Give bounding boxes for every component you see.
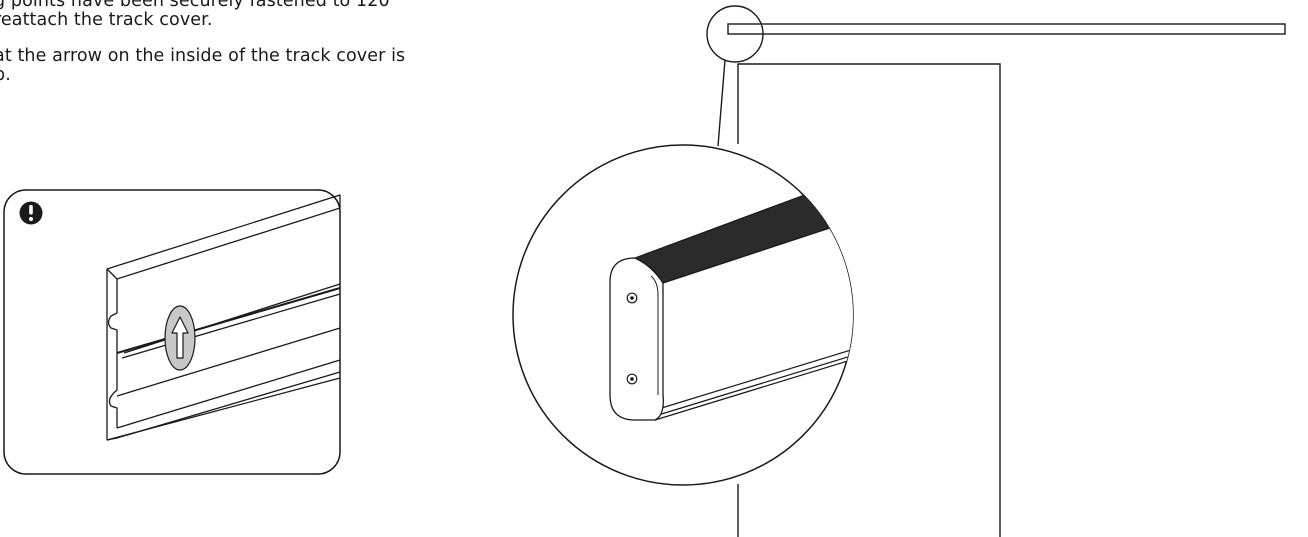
up-arrow-icon [164,305,196,371]
instruction-line: at the arrow on the inside of the track … [0,46,406,66]
end-cap [609,257,664,421]
track-cover-profile [106,194,341,441]
instruction-line: g points have been securely fastened to … [0,0,390,11]
door-panel [737,63,1001,537]
door-overview [706,5,1286,537]
instruction-line: reattach the track cover. [0,10,213,30]
magnifier-circle [706,5,764,63]
exclamation-icon [19,201,43,225]
track-end-detail [512,144,854,486]
instruction-line: p. [0,65,11,85]
sliding-track [727,23,1286,35]
screw-icon [626,292,638,304]
callout-leader [717,59,726,147]
instruction-paragraph-1: g points have been securely fastened to … [0,0,514,30]
instruction-text: g points have been securely fastened to … [0,0,514,102]
instruction-paragraph-2: at the arrow on the inside of the track … [0,47,514,85]
screw-icon [626,373,638,385]
track-cover-callout [3,189,341,475]
